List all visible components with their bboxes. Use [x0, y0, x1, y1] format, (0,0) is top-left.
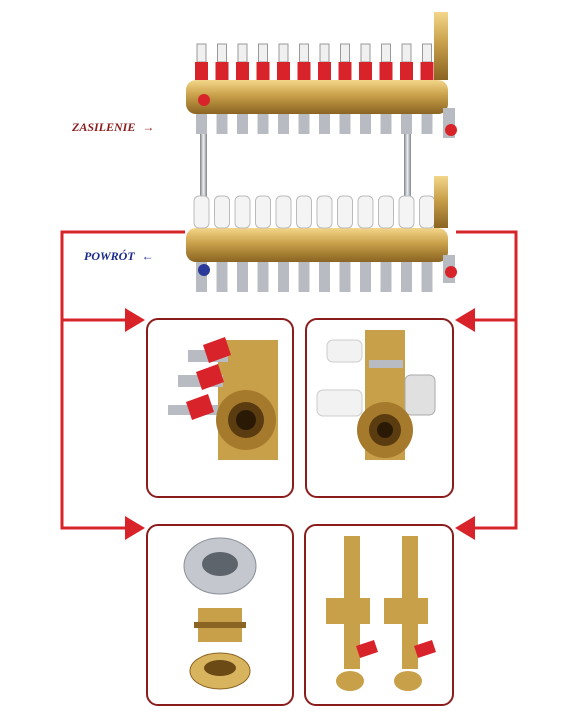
compression-fitting-panel — [146, 524, 294, 706]
return-label: POWRÓT ← — [84, 249, 154, 264]
supply-fitting-panel — [146, 318, 294, 498]
arrow-right-icon: → — [142, 120, 155, 134]
vent-valve-panel — [304, 524, 454, 706]
supply-label-text: ZASILENIE — [72, 120, 136, 134]
manifold-image — [186, 12, 457, 292]
arrow-left-icon: ← — [141, 249, 154, 263]
supply-label: ZASILENIE → — [72, 120, 154, 135]
return-fitting-panel — [305, 318, 454, 498]
return-label-text: POWRÓT — [84, 249, 135, 263]
vent-valve-image — [326, 536, 436, 691]
return-fitting-image — [316, 330, 436, 460]
compression-fitting-image — [183, 537, 257, 690]
supply-fitting-image — [168, 337, 278, 460]
